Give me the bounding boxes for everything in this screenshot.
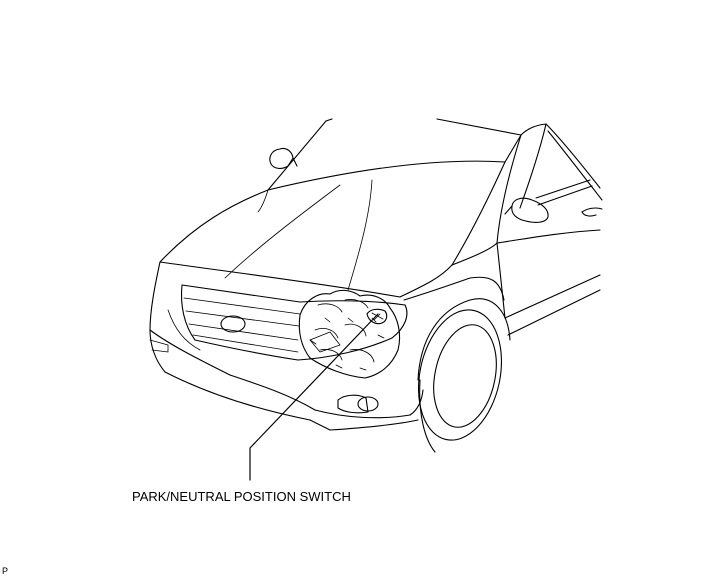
hood <box>159 161 506 298</box>
transmission-assembly <box>298 289 401 379</box>
park-neutral-position-switch <box>366 308 388 325</box>
figure-corner-code: P <box>2 566 9 576</box>
side-mirrors <box>269 147 549 223</box>
body-side <box>403 207 603 336</box>
front-grille <box>180 284 301 361</box>
side-window <box>496 123 593 244</box>
front-bumper <box>149 261 424 431</box>
headlamp <box>297 300 408 361</box>
callout-leader-line <box>249 313 379 481</box>
callout-label-park-neutral-switch: PARK/NEUTRAL POSITION SWITCH <box>132 489 351 504</box>
front-wheel <box>417 298 511 453</box>
windshield-and-roof <box>267 118 603 201</box>
